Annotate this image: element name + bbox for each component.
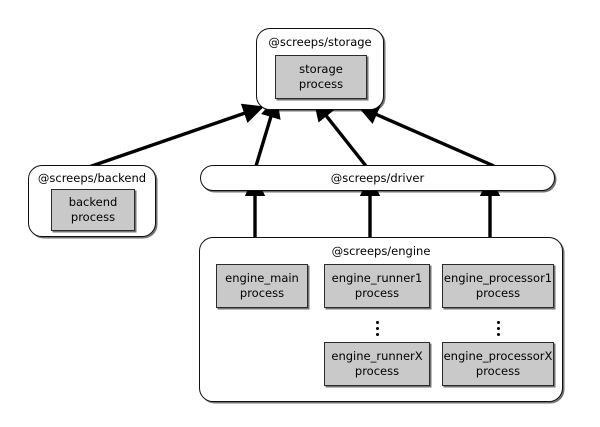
edge-driver-center-to-storage [313,99,368,168]
package-storage-label: @screeps/storage [268,35,372,49]
package-engine-label: @screeps/engine [331,244,431,258]
package-storage[interactable]: @screeps/storage storage process [256,28,384,110]
process-engine-processorX-subtitle: process [475,364,521,378]
process-storage[interactable]: storage process [275,55,367,99]
package-driver-label: @screeps/driver [330,171,425,185]
process-engine-processor1-name: engine_processor1 [443,271,553,285]
process-engine-runnerX[interactable]: engine_runnerX process [324,342,430,386]
vertical-ellipsis-icon-processor [491,318,505,336]
process-engine-runner1[interactable]: engine_runner1 process [324,264,430,308]
package-driver[interactable]: @screeps/driver [200,165,555,191]
process-engine-processor1[interactable]: engine_processor1 process [442,264,554,308]
process-engine-runner1-name: engine_runner1 [331,271,423,285]
process-storage-name: storage [299,62,343,76]
process-engine-runner1-subtitle: process [354,286,400,300]
package-backend-label: @screeps/backend [37,171,147,185]
process-backend-name: backend [68,195,118,209]
process-engine-main-name: engine_main [225,271,299,285]
edge-driver-left-to-storage [254,96,281,167]
process-engine-main-subtitle: process [239,286,285,300]
process-engine-processorX-name: engine_processorX [443,349,553,363]
process-storage-subtitle: process [298,77,344,91]
vertical-ellipsis-icon-runner [370,318,384,336]
process-engine-main[interactable]: engine_main process [216,264,308,308]
edge-driver-right-to-storage [357,105,495,168]
process-engine-processorX[interactable]: engine_processorX process [442,342,554,386]
package-backend[interactable]: @screeps/backend backend process [28,165,156,237]
process-engine-runnerX-name: engine_runnerX [331,349,423,363]
package-engine[interactable]: @screeps/engine engine_main process engi… [199,237,563,402]
process-backend[interactable]: backend process [51,189,135,231]
process-backend-subtitle: process [70,210,116,224]
process-engine-runnerX-subtitle: process [354,364,400,378]
edge-backend-to-storage [85,103,265,170]
process-engine-processor1-subtitle: process [475,286,521,300]
